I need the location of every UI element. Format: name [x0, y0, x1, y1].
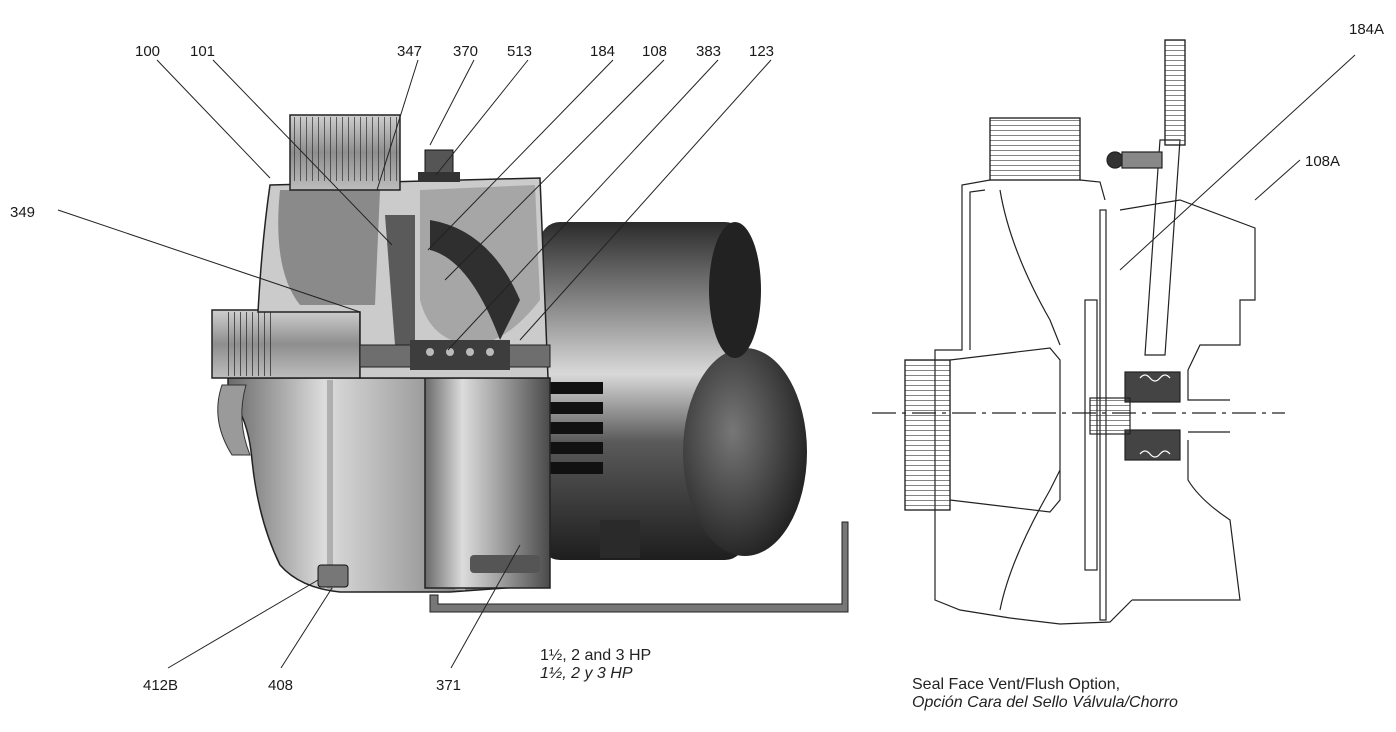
base-bracket: [429, 521, 849, 613]
right-caption-en: Seal Face Vent/Flush Option,: [912, 676, 1121, 693]
left-caption-es: 1½, 2 y 3 HP: [540, 665, 633, 682]
motor-end-cap: [683, 348, 807, 556]
callout-349: 349: [10, 204, 35, 221]
callout-labels-left: 100 101 347 370 513 184 108 383 123 349 …: [10, 43, 774, 694]
drain-plug: [317, 564, 349, 588]
callout-184: 184: [590, 43, 615, 60]
pump-cutaway-illustration: [211, 114, 849, 613]
callout-370: 370: [453, 43, 478, 60]
left-caption: 1½, 2 and 3 HP 1½, 2 y 3 HP: [540, 647, 651, 683]
callout-412B: 412B: [143, 677, 178, 694]
callout-383: 383: [696, 43, 721, 60]
callout-100: 100: [135, 43, 160, 60]
right-caption: Seal Face Vent/Flush Option, Opción Cara…: [912, 676, 1178, 712]
callout-108: 108: [642, 43, 667, 60]
callout-371: 371: [436, 677, 461, 694]
callout-408: 408: [268, 677, 293, 694]
callout-101: 101: [190, 43, 215, 60]
seal-vent-flush-drawing: [872, 39, 1356, 625]
motor-fins: [545, 382, 603, 474]
callout-513: 513: [507, 43, 532, 60]
callout-108A: 108A: [1305, 153, 1340, 170]
callout-123: 123: [749, 43, 774, 60]
left-caption-en: 1½, 2 and 3 HP: [540, 647, 652, 664]
callout-347: 347: [397, 43, 422, 60]
adapter-flange: [424, 377, 551, 589]
leader-lines-left: [57, 59, 772, 669]
callout-184A: 184A: [1349, 21, 1384, 38]
right-caption-es: Opción Cara del Sello Válvula/Chorro: [912, 694, 1178, 711]
